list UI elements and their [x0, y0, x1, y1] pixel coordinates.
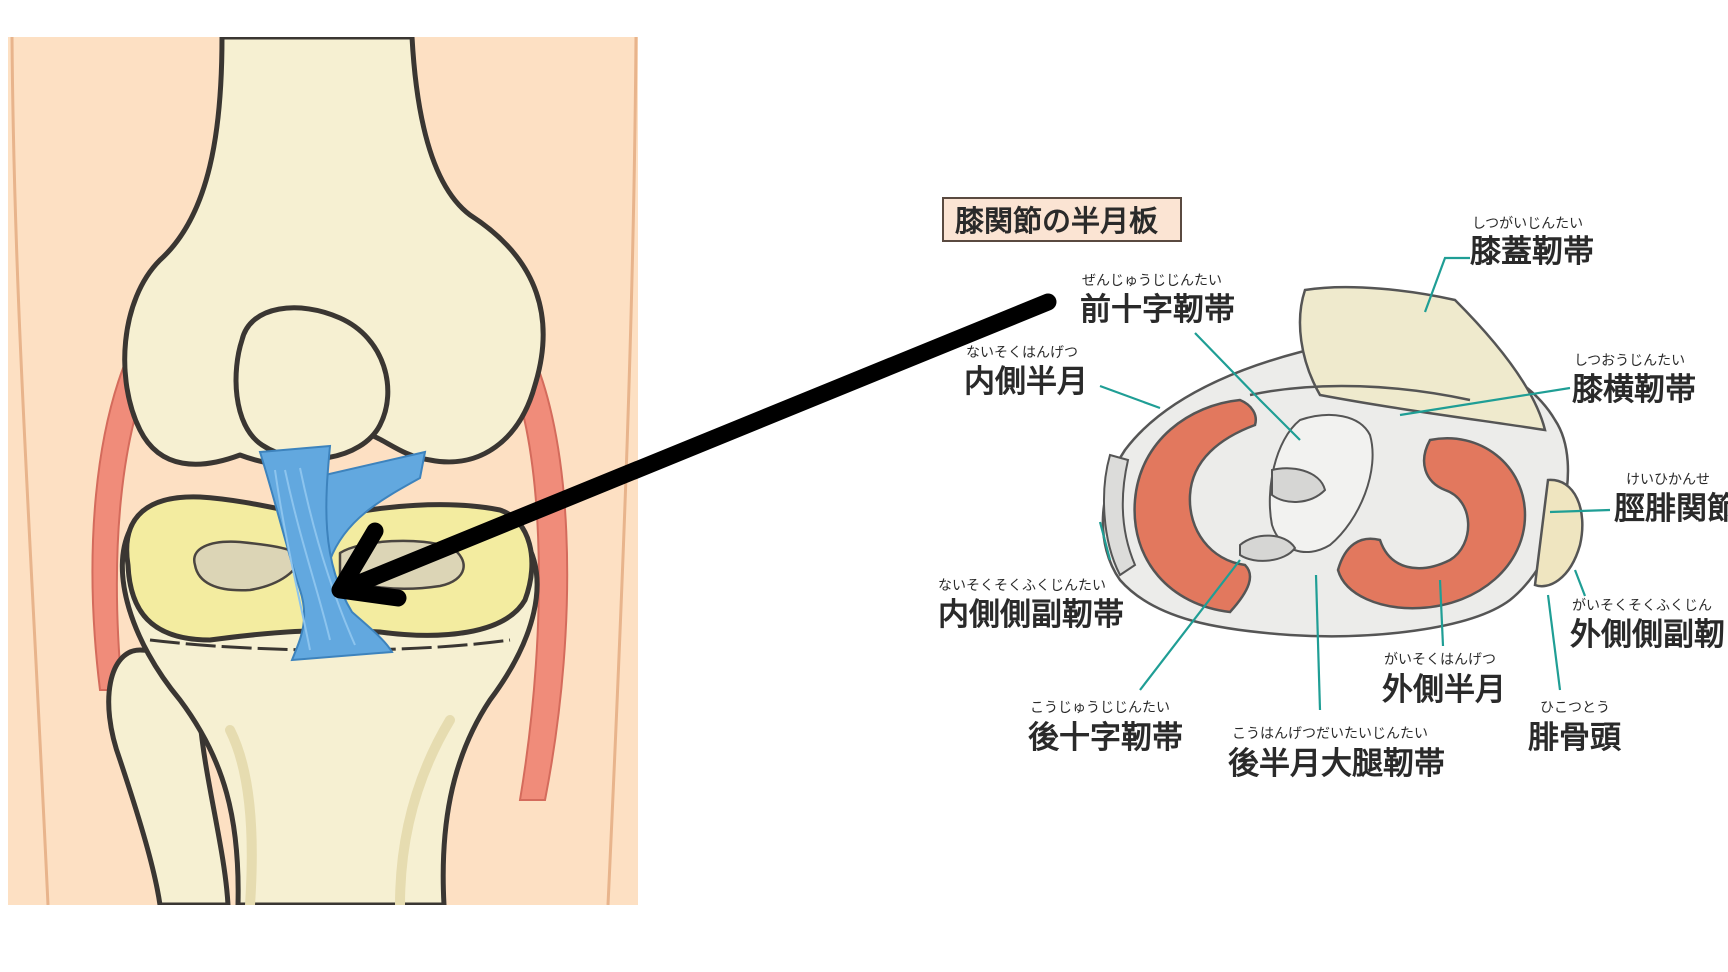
label-acl: ぜんじゅうじじんたい 前十字靭帯 [1080, 273, 1235, 328]
patella-bone [233, 305, 391, 462]
meniscus-top-view-diagram: 膝関節の半月板 [938, 197, 1728, 782]
tibia-plateau-line [149, 638, 511, 652]
svg-text:がいそくはんげつ: がいそくはんげつ [1384, 652, 1496, 668]
label-tibiofibular-joint: けいひかんせ 脛腓関節 [1614, 472, 1728, 527]
svg-text:膝横靭帯: 膝横靭帯 [1572, 372, 1696, 408]
label-fibular-head: ひこつとう 腓骨頭 [1528, 700, 1622, 756]
svg-text:外側側副靭: 外側側副靭 [1570, 617, 1725, 653]
ligament-fiber-lines [274, 467, 356, 651]
label-transverse-ligament: しつおうじんたい 膝横靭帯 [1572, 353, 1696, 408]
svg-text:後半月大腿靭帯: 後半月大腿靭帯 [1228, 746, 1445, 782]
svg-text:こうじゅうじじんたい: こうじゅうじじんたい [1030, 700, 1170, 716]
medial-meniscus-shape [1133, 398, 1257, 614]
label-lateral-meniscus: がいそくはんげつ 外側半月 [1382, 652, 1506, 708]
label-pcl: こうじゅうじじんたい 後十字靭帯 [1028, 700, 1183, 756]
label-lcl: がいそくそくふくじん 外側側副靭 [1570, 598, 1725, 653]
leg-outline-right [606, 37, 638, 905]
pcl-stump [1239, 534, 1297, 562]
lateral-collateral-band [498, 328, 569, 801]
pointer-arrow [331, 293, 1057, 607]
diagram-title: 膝関節の半月板 [955, 204, 1159, 238]
svg-text:ないそくはんげつ: ないそくはんげつ [966, 345, 1078, 361]
label-mcl: ないそくそくふくじんたい 内側側副靭帯 [938, 578, 1124, 633]
svg-text:がいそくそくふくじん: がいそくそくふくじん [1572, 598, 1712, 614]
svg-text:外側半月: 外側半月 [1382, 672, 1506, 708]
acl-stump [1271, 467, 1327, 503]
svg-text:けいひかんせ: けいひかんせ [1626, 472, 1710, 488]
lateral-meniscus-shape [1336, 437, 1527, 610]
label-medial-meniscus: ないそくはんげつ 内側半月 [964, 345, 1088, 400]
patellar-ligament-shape [1298, 285, 1547, 432]
svg-text:しつおうじんたい: しつおうじんたい [1574, 353, 1685, 369]
title-box [942, 197, 1182, 242]
svg-text:内側半月: 内側半月 [964, 364, 1088, 400]
svg-text:ぜんじゅうじじんたい: ぜんじゅうじじんたい [1082, 273, 1222, 289]
svg-text:脛腓関節: 脛腓関節 [1614, 491, 1728, 527]
tibia-shading [225, 725, 257, 905]
svg-text:ひこつとう: ひこつとう [1540, 700, 1610, 716]
transverse-ligament-shape [1249, 384, 1471, 402]
label-posterior-meniscofemoral: こうはんげつだいたいじんたい 後半月大腿靭帯 [1228, 726, 1445, 782]
leg-outline-left [10, 37, 50, 905]
svg-text:膝蓋靭帯: 膝蓋靭帯 [1470, 234, 1594, 270]
svg-text:前十字靭帯: 前十字靭帯 [1080, 292, 1235, 328]
leader-lines [1098, 256, 1611, 711]
svg-text:内側側副靭帯: 内側側副靭帯 [938, 597, 1124, 633]
medial-capsule-shape [1103, 453, 1137, 577]
svg-text:腓骨頭: 腓骨頭 [1528, 720, 1622, 756]
fibular-head-shape [1533, 478, 1584, 588]
svg-text:後十字靭帯: 後十字靭帯 [1028, 720, 1183, 756]
label-patellar-ligament: しつがいじんたい 膝蓋靭帯 [1470, 216, 1594, 270]
svg-text:ないそくそくふくじんたい: ないそくそくふくじんたい [938, 578, 1106, 594]
tibia-shading-2 [395, 715, 455, 905]
knee-front-illustration [8, 37, 638, 905]
svg-text:しつがいじんたい: しつがいじんたい [1472, 216, 1583, 232]
svg-text:こうはんげつだいたいじんたい: こうはんげつだいたいじんたい [1232, 726, 1428, 742]
